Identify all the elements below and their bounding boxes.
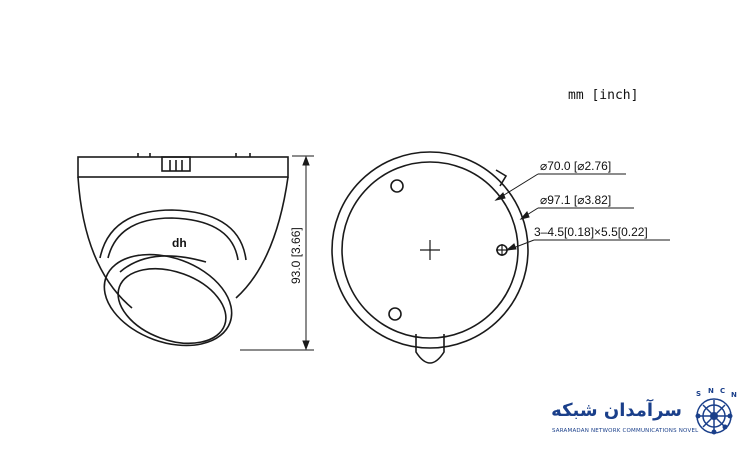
side-view-brand-mark: dh bbox=[172, 236, 187, 250]
logo-name-fa: سرآمدان شبکه bbox=[551, 400, 682, 421]
network-globe-icon: S N C N bbox=[695, 387, 737, 435]
mounting-hole-2 bbox=[388, 307, 402, 321]
logo-name-en: SARAMADAN NETWORK COMMUNICATIONS NOVEL bbox=[552, 428, 699, 434]
side-view-cap bbox=[77, 156, 289, 178]
height-dimension bbox=[240, 155, 314, 351]
company-logo: سرآمدان شبکه SARAMADAN NETWORK COMMUNICA… bbox=[548, 386, 748, 446]
mounting-hole-1 bbox=[390, 179, 404, 193]
logo-letter-4: N bbox=[731, 391, 737, 399]
outer-diameter-label: ⌀97.1 [⌀3.82] bbox=[540, 193, 611, 207]
front-view-center-mark bbox=[420, 240, 508, 260]
side-view-lens-outer bbox=[103, 253, 233, 347]
side-view-dome-left bbox=[77, 176, 133, 309]
logo-letter-1: S bbox=[696, 390, 701, 398]
front-view-outer-ring bbox=[331, 151, 529, 349]
side-view-eyeball bbox=[99, 209, 247, 261]
front-view-cable-notch bbox=[415, 334, 445, 364]
logo-letter-3: C bbox=[720, 387, 725, 395]
side-view-dome-right bbox=[235, 176, 289, 299]
height-dim-label: 93.0 [3.66] bbox=[289, 227, 303, 284]
side-view-lens bbox=[117, 267, 227, 345]
side-view bbox=[77, 153, 289, 347]
mounting-holes-label: 3–4.5[0.18]×5.5[0.22] bbox=[534, 225, 648, 239]
leaders bbox=[494, 173, 670, 251]
units-label: mm [inch] bbox=[568, 88, 639, 103]
inner-diameter-label: ⌀70.0 [⌀2.76] bbox=[540, 159, 611, 173]
front-view-inner-ring bbox=[341, 161, 519, 339]
logo-letter-2: N bbox=[708, 387, 714, 395]
